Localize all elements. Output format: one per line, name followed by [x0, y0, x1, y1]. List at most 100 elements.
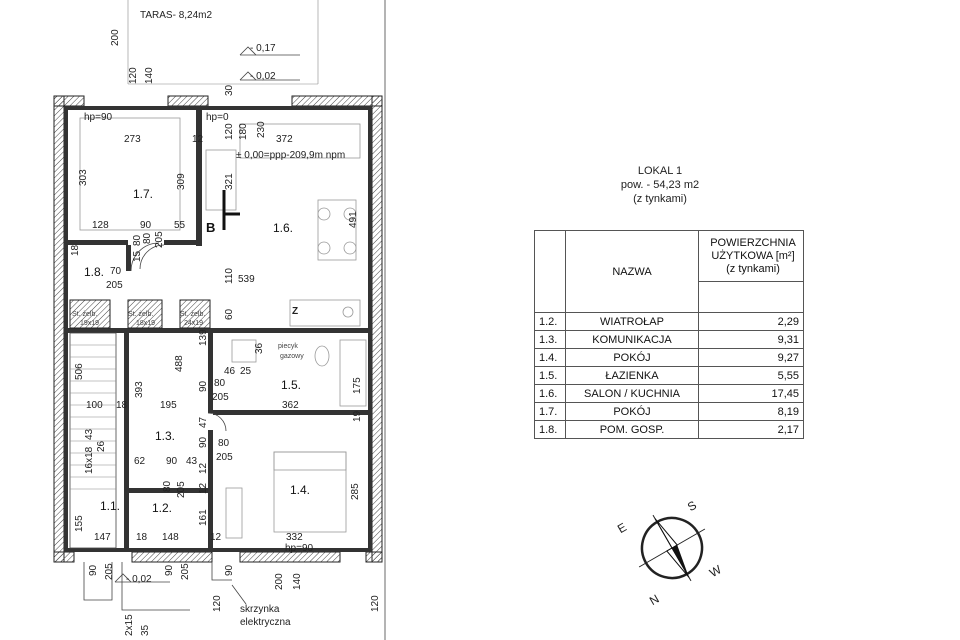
interior-walls: [68, 110, 368, 548]
dimension: 332: [286, 532, 303, 543]
dimension: 205: [180, 563, 191, 580]
electric-box-label: skrzynka: [240, 604, 280, 615]
room-label-1-5: 1.5.: [281, 378, 301, 392]
dimension: 46: [224, 366, 236, 377]
room-area: 9,31: [698, 330, 804, 349]
dimension: 110: [224, 268, 235, 284]
room-number: 1.4.: [534, 348, 566, 367]
zero-level-label: ± 0,00=ppp-209,9m npm: [236, 150, 345, 161]
room-area: 5,55: [698, 366, 804, 385]
room-number: 1.2.: [534, 312, 566, 331]
section-mark-label: B: [206, 220, 215, 235]
dimension: 120: [224, 123, 235, 140]
dimension: 273: [124, 134, 141, 145]
dimension: 200: [274, 573, 285, 590]
dimension: 80: [214, 378, 226, 389]
table-header-spacer-cell: [698, 281, 804, 313]
dimension: 309: [176, 173, 187, 190]
doors: [83, 242, 232, 611]
section-mark: B: [206, 190, 240, 235]
chimney-size: 24x19: [184, 320, 203, 327]
table-header-no: [534, 230, 566, 313]
table-header-name: NAZWA: [565, 230, 699, 313]
dimension: 55: [174, 220, 186, 231]
room-area: 2,29: [698, 312, 804, 331]
room-number: 1.3.: [534, 330, 566, 349]
dimension: 393: [134, 381, 145, 398]
dimension: 120: [128, 67, 139, 84]
dimension: 90: [198, 436, 209, 448]
table-row: 1.6. SALON / KUCHNIA 17,45: [534, 384, 804, 403]
dimension: 18: [70, 244, 81, 256]
room-area: 8,19: [698, 402, 804, 421]
dimension: 321: [224, 173, 235, 190]
dimension: 120: [370, 595, 381, 612]
unit-title: LOKAL 1: [637, 165, 683, 177]
dimension: 18: [136, 532, 148, 543]
dimension: 372: [276, 134, 293, 145]
room-area-table: NAZWA POWIERZCHNIA UŻYTKOWA [m²] (z tynk…: [534, 230, 804, 439]
table-header-area-line: POWIERZCHNIA: [710, 236, 796, 249]
dimension: 30: [224, 84, 235, 96]
room-number: 1.8.: [534, 420, 566, 439]
dimension: 230: [256, 121, 267, 138]
unit-summary: LOKAL 1 pow. - 54,23 m2 (z tynkami): [560, 164, 760, 206]
dimension: 147: [94, 532, 111, 543]
level-label: - 0,02: [250, 71, 276, 82]
dimension: 303: [78, 169, 89, 186]
room-name: POKÓJ: [565, 402, 699, 421]
level-label: - 0,17: [250, 43, 276, 54]
room-name: WIATROŁAP: [565, 312, 699, 331]
room-labels: 1.1. 1.2. 1.3. 1.4. 1.5. 1.6. 1.7. 1.8.: [84, 187, 310, 515]
electric-box-label: elektryczna: [240, 617, 291, 628]
dimension: 120: [212, 595, 223, 612]
room-number: 1.5.: [534, 366, 566, 385]
room-label-1-8: 1.8.: [84, 265, 104, 279]
dimension: 43: [186, 456, 198, 467]
table-header-area: POWIERZCHNIA UŻYTKOWA [m²] (z tynkami): [698, 230, 804, 282]
dimension: 35: [140, 624, 151, 636]
dimension: 205: [176, 481, 187, 498]
dimension: 175: [352, 377, 363, 394]
dimension: 506: [74, 363, 85, 380]
dimension: 148: [162, 532, 179, 543]
dimension: 12: [192, 134, 204, 145]
dimension: 15: [132, 250, 143, 262]
compass-label-n: N: [647, 592, 662, 608]
dimension: 18: [116, 400, 128, 411]
dimension: 25: [240, 366, 252, 377]
dimension: 90: [166, 456, 178, 467]
dimension: 12: [210, 532, 222, 543]
dimension: 539: [238, 274, 255, 285]
chimney-size: 18x19: [136, 320, 155, 327]
dimension: 205: [106, 280, 123, 291]
dimension: 195: [160, 400, 177, 411]
dimension: 205: [104, 563, 115, 580]
dimension: 36: [254, 342, 265, 354]
table-header-row: NAZWA POWIERZCHNIA UŻYTKOWA [m²] (z tynk…: [534, 230, 804, 313]
compass-label-s: S: [685, 498, 699, 514]
dimension: 70: [110, 266, 122, 277]
compass-label-w: W: [707, 562, 724, 580]
compass-rose: [638, 514, 706, 582]
room-number: 1.6.: [534, 384, 566, 403]
dimension: 90: [88, 564, 99, 576]
dimension: 90: [140, 220, 152, 231]
dimension: 12: [198, 482, 209, 494]
dimension: 2x15: [124, 614, 135, 636]
hp-label: hp=90: [285, 543, 314, 554]
hp-label: hp=90: [84, 112, 113, 123]
dimension: 60: [224, 308, 235, 320]
annotations: ± 0,00=ppp-209,9m npm hp=90 hp=0 hp=90 Z…: [72, 112, 345, 628]
room-name: POM. GOSP.: [565, 420, 699, 439]
table-row: 1.7. POKÓJ 8,19: [534, 402, 804, 421]
dimension: 90: [164, 564, 175, 576]
dimension: 90: [198, 380, 209, 392]
dimension: 16x18: [84, 446, 95, 474]
dimension: 80: [142, 232, 153, 244]
dimension: 12: [198, 462, 209, 474]
room-label-1-2: 1.2.: [152, 501, 172, 515]
room-label-1-4: 1.4.: [290, 483, 310, 497]
furniture: [79, 117, 367, 539]
